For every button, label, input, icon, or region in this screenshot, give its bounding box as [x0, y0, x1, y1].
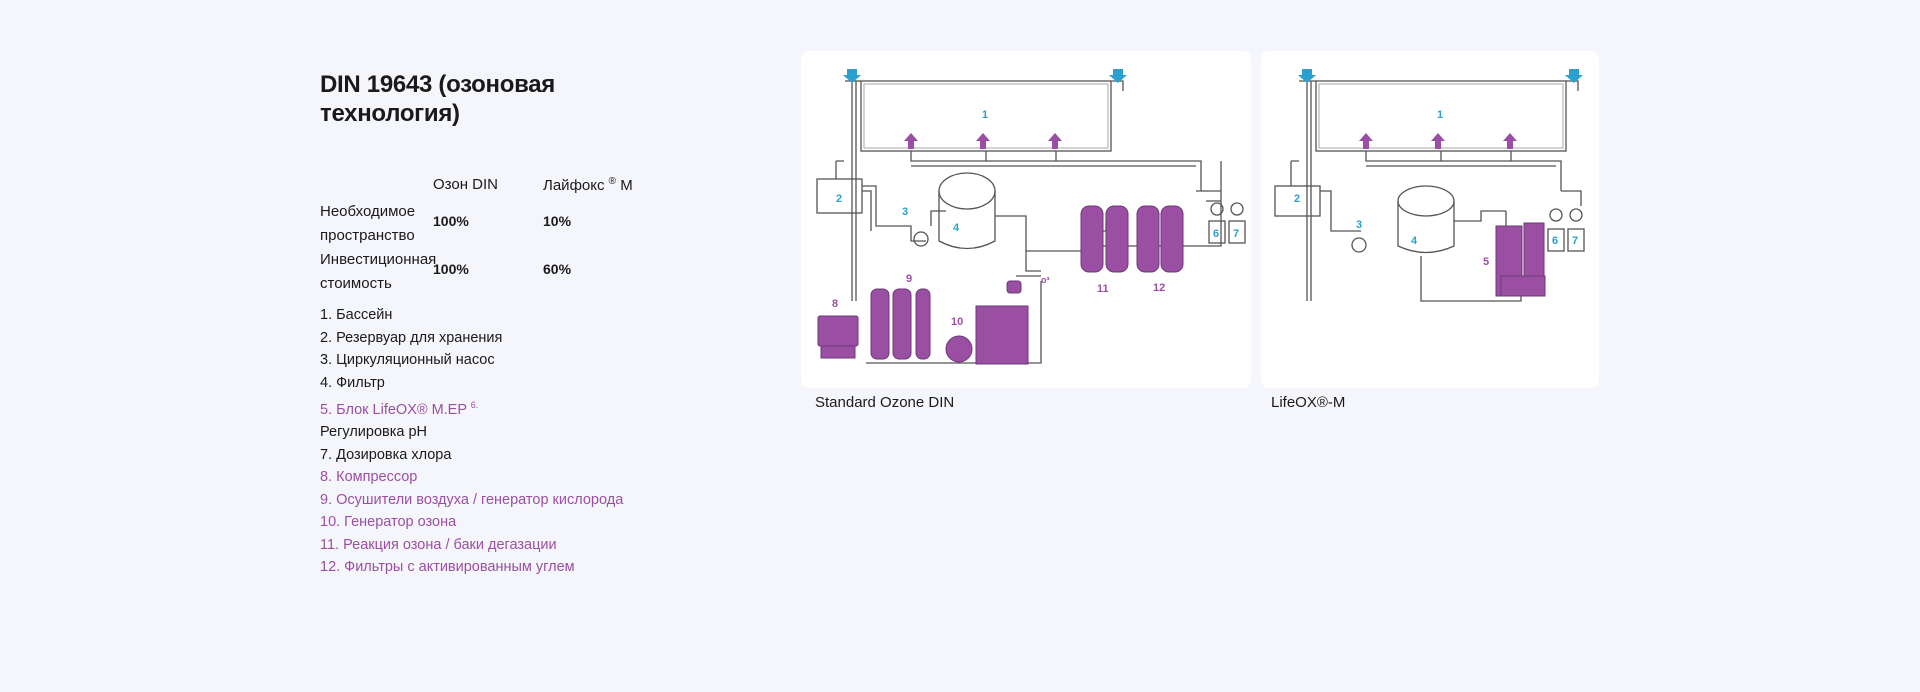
legend-item: 8. Компрессор: [320, 469, 418, 486]
lifeox-diagram: 1 2 3 4 6 7 5: [1274, 69, 1585, 302]
row-label-space: Необходимое пространство: [320, 203, 416, 244]
label-pool: 1: [982, 109, 988, 121]
ph-dosing-icon: [1208, 220, 1226, 244]
value-cost-ozone: 100%: [433, 261, 469, 277]
label-reaction: 11: [1097, 283, 1109, 295]
inlet-arrows-icon: [1298, 69, 1583, 83]
label-dryer: 9: [906, 273, 912, 285]
ozone-generator-icon: [975, 305, 1029, 365]
label-compressor: 8: [832, 298, 838, 310]
info-panel: DIN 19643 (озоновая технология) Озон DIN…: [320, 70, 650, 579]
legend-item: 7. Дозировка хлора: [320, 446, 452, 463]
outlet-arrows-icon: [1359, 133, 1517, 149]
ph-dosing-icon: [1547, 228, 1565, 252]
legend-list: 1. Бассейн 2. Резервуар для хранения 3. …: [320, 304, 650, 579]
legend-item: 3. Циркуляционный насос: [320, 352, 495, 368]
chlorine-dosing-icon: [1228, 220, 1246, 244]
value-cost-lifeox: 60%: [543, 261, 572, 277]
outlet-arrows-icon: [904, 133, 1062, 149]
legend-item: 4. Фильтр: [320, 374, 385, 391]
label-pump: 3: [902, 206, 908, 218]
legend-item: 11. Реакция озона / баки дегазации: [320, 536, 557, 553]
value-space-lifeox: 10%: [543, 213, 572, 229]
legend-item: Регулировка pH: [320, 424, 428, 441]
column-header-lifeox: Лайфокс ® M: [543, 176, 633, 194]
label-lifeox-unit: 5: [1483, 256, 1489, 268]
din-diagram-card: 1 2 3 4 6 7 8 9 10 11 12 o³: [801, 51, 1251, 388]
carbon-filter-icon: [1136, 205, 1160, 273]
legend-item: 12. Фильтры с активированным углем: [320, 559, 575, 576]
legend-item: 1. Бассейн: [320, 307, 393, 323]
label-pool: 1: [1437, 109, 1443, 121]
label-ph: 6: [1213, 228, 1219, 240]
label-pump: 3: [1356, 219, 1362, 231]
filter-icon: [938, 172, 996, 210]
din-diagram: 1 2 3 4 6 7 8 9 10 11 12 o³: [816, 69, 1246, 365]
label-chlorine: 7: [1572, 235, 1578, 247]
lifeox-caption: LifeOX®-M: [1271, 394, 1346, 411]
din-caption: Standard Ozone DIN: [815, 394, 955, 411]
lifeox-diagram-card: 1 2 3 4 6 7 5: [1261, 51, 1599, 388]
label-generator: 10: [951, 316, 963, 328]
reaction-tank-icon: [1080, 205, 1104, 273]
oxygen-generator-icon: [915, 288, 931, 360]
label-storage: 2: [836, 193, 842, 205]
row-label-cost: Инвестиционная стоимость: [320, 251, 437, 292]
value-space-ozone: 100%: [433, 213, 469, 229]
column-header-ozone: Озон DIN: [433, 176, 499, 193]
label-ozone: o³: [1041, 275, 1050, 285]
legend-item: 2. Резервуар для хранения: [320, 329, 503, 346]
label-carbon: 12: [1153, 282, 1165, 294]
label-filter: 4: [1411, 235, 1418, 247]
storage-tank-icon: [1274, 185, 1321, 217]
chlorine-dosing-icon: [1567, 228, 1585, 252]
storage-tank-icon: [816, 178, 863, 214]
pump-icon: [913, 231, 929, 247]
legend-item: 10. Генератор озона: [320, 514, 457, 531]
compressor-icon: [817, 315, 859, 347]
label-filter: 4: [953, 222, 960, 234]
comparison-table: Озон DIN Лайфокс ® M Необходимое простра…: [320, 176, 650, 296]
legend-item: 9. Осушители воздуха / генератор кислоро…: [320, 491, 624, 508]
pump-icon: [1351, 237, 1367, 253]
inlet-arrows-icon: [843, 69, 1127, 83]
filter-icon: [1397, 185, 1455, 217]
label-ph: 6: [1552, 235, 1558, 247]
label-chlorine: 7: [1233, 228, 1239, 240]
legend-item: 5. Блок LifeOX® M.EP 6.: [320, 400, 479, 418]
air-dryer-icon: [870, 288, 890, 360]
page-title: DIN 19643 (озоновая технология): [320, 71, 555, 127]
label-storage: 2: [1294, 193, 1300, 205]
